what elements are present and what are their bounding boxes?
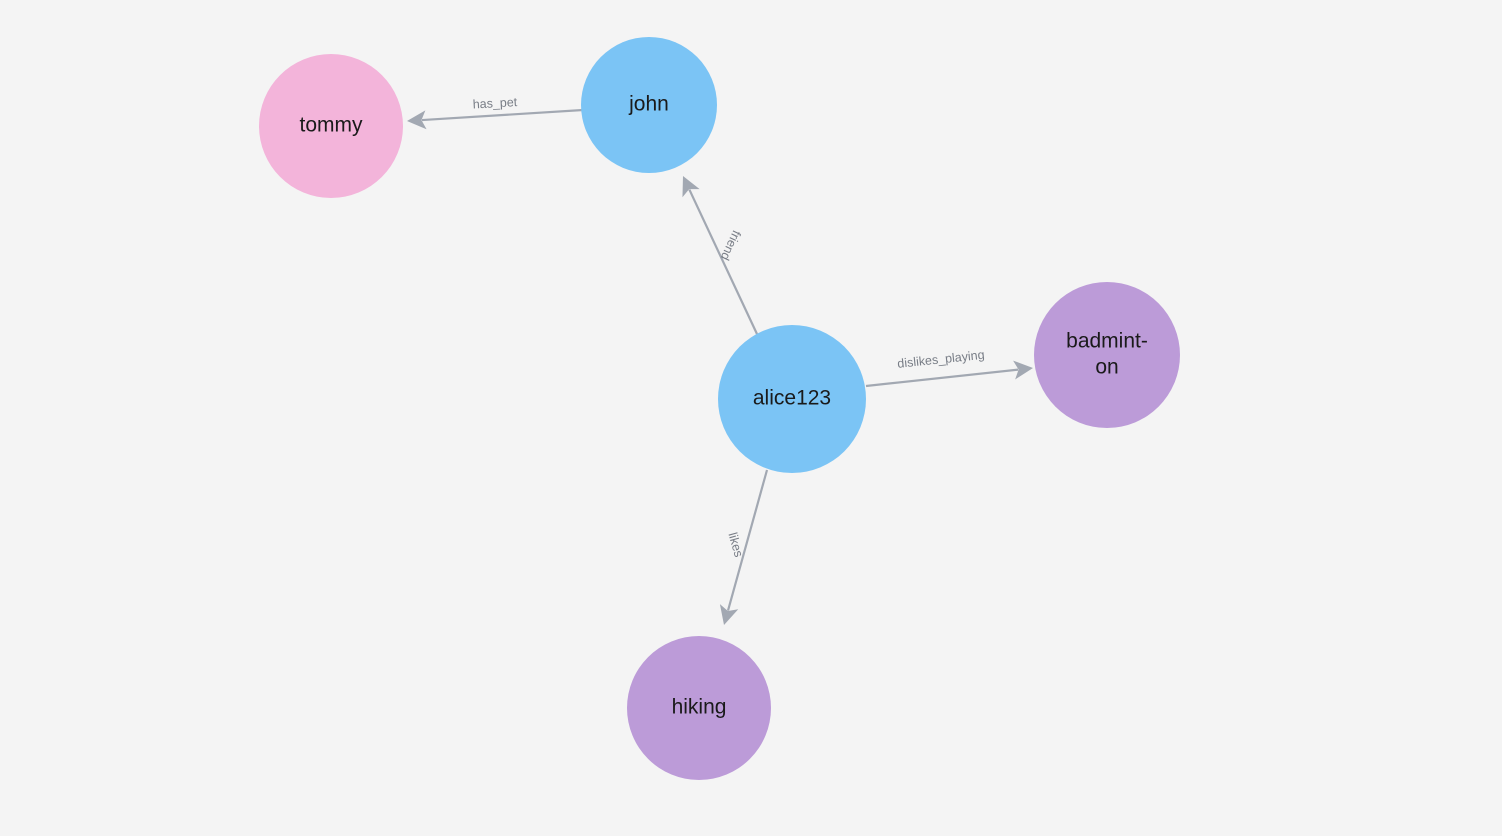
edge-line [726,469,769,611]
edge-arrowhead [719,604,739,625]
edge-line [421,108,584,122]
graph-node-tommy[interactable]: tommy [259,54,403,198]
edge-line [688,189,758,335]
node-layer: tommy john alice123 badmint-on hiking [259,37,1180,780]
node-circle[interactable] [718,325,866,473]
graph-node-john[interactable]: john [581,37,717,173]
graph-node-alice123[interactable]: alice123 [718,325,866,473]
node-circle[interactable] [581,37,717,173]
node-circle[interactable] [627,636,771,780]
edge-line [865,368,1019,388]
node-circle[interactable] [1034,282,1180,428]
edge-arrowhead [407,110,427,130]
edge-arrowhead [1013,360,1033,380]
edge-arrowhead [682,176,700,198]
graph-node-hiking[interactable]: hiking [627,636,771,780]
graph-node-badminton[interactable]: badmint-on [1034,282,1180,428]
node-circle[interactable] [259,54,403,198]
